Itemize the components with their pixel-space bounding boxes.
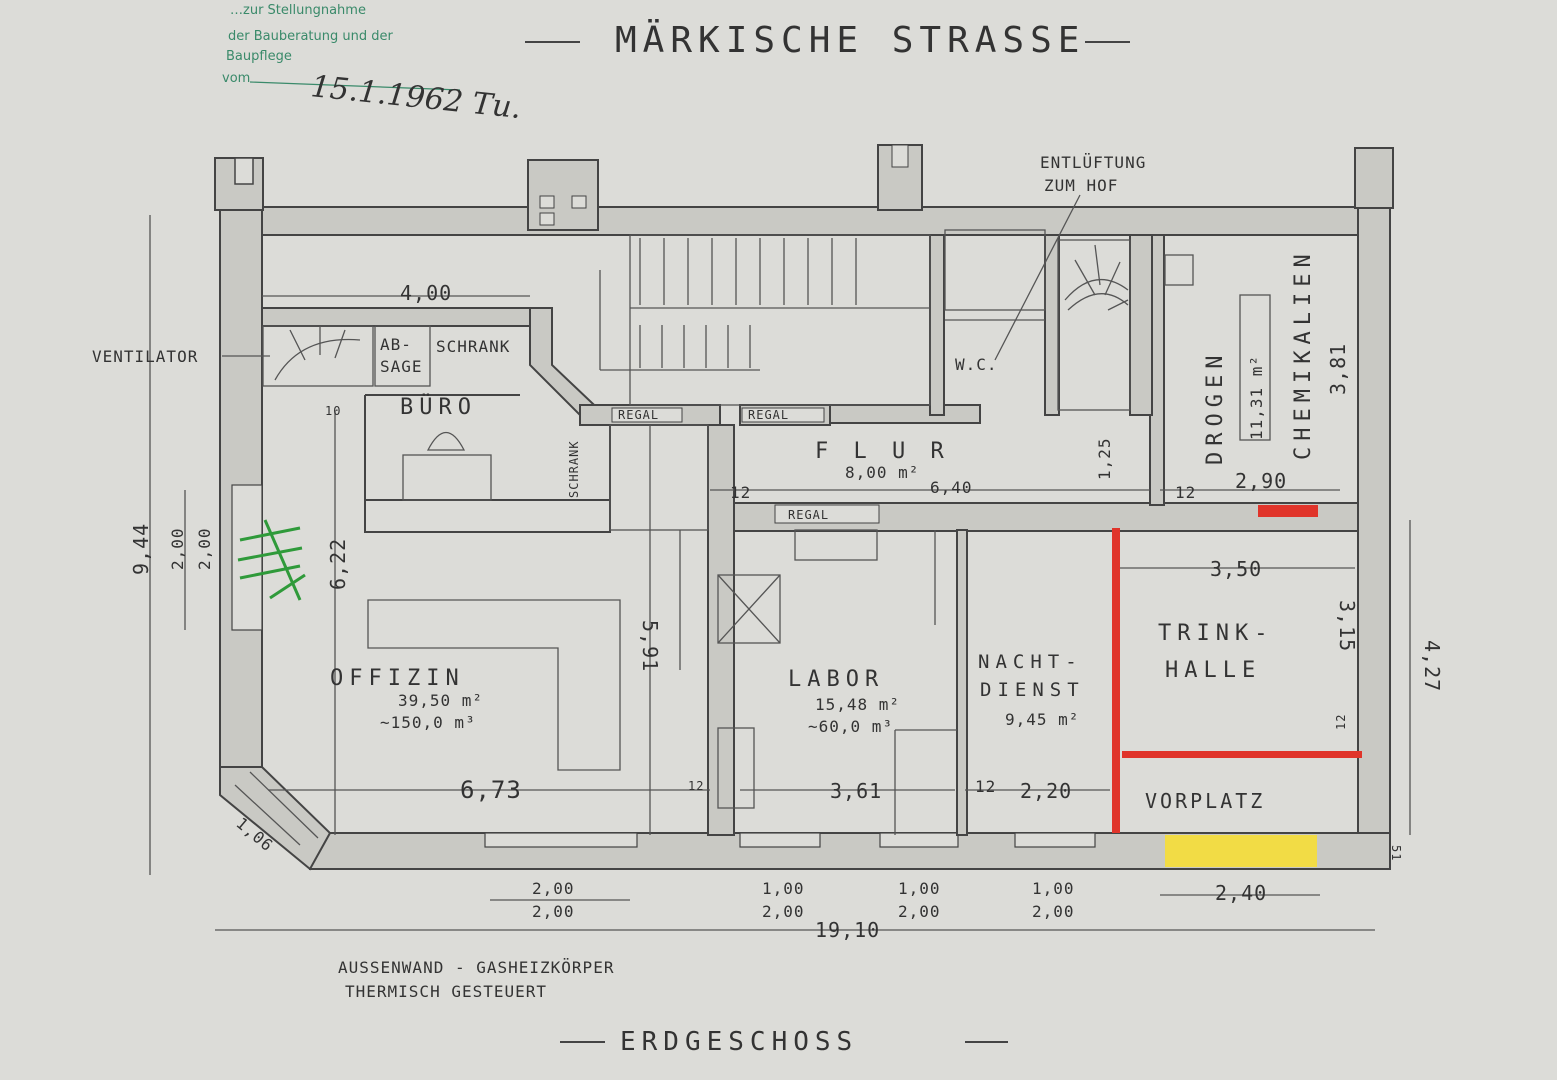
red-new-wall-horizontal (1122, 751, 1362, 758)
label-vorplatz: VORPLATZ (1145, 789, 1265, 813)
dim-9-44: 9,44 (129, 523, 153, 575)
label-flur-area: 8,00 m² (845, 463, 919, 482)
dimension-lines (149, 215, 1411, 931)
label-absage-1: AB- (380, 335, 412, 354)
marked-walls (1112, 505, 1362, 867)
dim-3-15: 3,15 (1335, 600, 1359, 652)
dim-2-00-c: 2,00 (762, 902, 805, 921)
regal-label-1: REGAL (618, 408, 659, 422)
dim-2-90: 2,90 (1235, 469, 1287, 493)
dim-2-00-upper: 2,00 (168, 527, 187, 570)
stamp-line-2: der Bauberatung und der (228, 29, 393, 44)
dim-1-00-a: 1,00 (762, 879, 805, 898)
label-nachtdienst-2: DIENST (980, 679, 1085, 701)
label-drogen-area: 11,31 m² (1247, 355, 1266, 440)
street-title: MÄRKISCHE STRASSE (525, 19, 1130, 61)
dim-1-25: 1,25 (1095, 437, 1114, 480)
dim-1-00-c: 1,00 (1032, 879, 1075, 898)
stamp-line-3: Baupflege (226, 49, 292, 64)
dim-51: 51 (1389, 845, 1403, 861)
dim-12-e: 12 (1334, 714, 1348, 730)
dim-4-00: 4,00 (400, 281, 452, 305)
label-labor: LABOR (788, 667, 884, 692)
label-trinkhalle-2: HALLE (1165, 658, 1261, 683)
dim-12-a: 12 (730, 483, 751, 502)
dim-3-81: 3,81 (1326, 343, 1350, 395)
green-correction-mark (237, 519, 306, 601)
main-staircase (599, 234, 931, 406)
dim-12-d: 12 (688, 779, 704, 793)
label-nachtdienst-area: 9,45 m² (1005, 710, 1079, 729)
dim-12-b: 12 (1175, 483, 1196, 502)
label-buero: BÜRO (400, 394, 477, 420)
dim-2-00-lower: 2,00 (195, 527, 214, 570)
yellow-marked-area (1165, 835, 1317, 867)
regal-label-3: REGAL (788, 508, 829, 522)
furniture (367, 229, 1271, 835)
label-floor: ERDGESCHOSS (620, 1027, 858, 1057)
notes: VENTILATOR ENTLÜFTUNG ZUM HOF AUSSENWAND… (92, 153, 1146, 1057)
room-labels: BÜRO AB- SAGE SCHRANK SCHRANK W.C. F L U… (330, 248, 1316, 813)
label-chemikalien: CHEMIKALIEN (1291, 248, 1316, 460)
label-ventilator: VENTILATOR (92, 347, 198, 366)
label-absage-2: SAGE (380, 357, 423, 376)
label-nachtdienst-1: NACHT- (978, 651, 1083, 673)
regal-label-2: REGAL (748, 408, 789, 422)
label-offizin: OFFIZIN (330, 666, 465, 691)
label-labor-volume: ~60,0 m³ (808, 717, 893, 736)
label-labor-area: 15,48 m² (815, 695, 900, 714)
dim-2-40: 2,40 (1215, 881, 1267, 905)
dim-6-22: 6,22 (326, 538, 350, 590)
dim-6-73: 6,73 (460, 776, 522, 804)
street-name: MÄRKISCHE STRASSE (615, 19, 1085, 61)
dim-2-00-e: 2,00 (1032, 902, 1075, 921)
outer-walls (214, 144, 1394, 871)
dim-5-91: 5,91 (638, 620, 662, 672)
label-heating-1: AUSSENWAND - GASHEIZKÖRPER (338, 958, 614, 977)
label-heating-2: THERMISCH GESTEUERT (345, 982, 547, 1001)
dim-2-00-b: 2,00 (532, 902, 575, 921)
label-drogen: DROGEN (1203, 350, 1228, 465)
dim-2-00-d: 2,00 (898, 902, 941, 921)
label-offizin-volume: ~150,0 m³ (380, 713, 476, 732)
label-offizin-area: 39,50 m² (398, 691, 483, 710)
stamp-line-1: …zur Stellungnahme (230, 3, 366, 18)
label-schrank-vertical: SCHRANK (567, 440, 581, 498)
label-schrank: SCHRANK (436, 337, 510, 356)
label-entlueftung-1: ENTLÜFTUNG (1040, 153, 1146, 172)
shelves: REGAL REGAL REGAL (611, 407, 880, 524)
label-trinkhalle-1: TRINK- (1158, 621, 1273, 646)
label-entlueftung-2: ZUM HOF (1044, 176, 1118, 195)
dim-19-10: 19,10 (815, 918, 880, 942)
label-wc: W.C. (955, 355, 998, 374)
dim-2-20: 2,20 (1020, 779, 1072, 803)
dim-1-00-b: 1,00 (898, 879, 941, 898)
dim-12-c: 12 (975, 777, 996, 796)
dim-6-40: 6,40 (930, 478, 973, 497)
label-flur: F L U R (815, 439, 950, 464)
spiral-staircase (1057, 239, 1131, 411)
stair-tread-lines (639, 238, 857, 368)
dim-3-61: 3,61 (830, 779, 882, 803)
dim-4-27: 4,27 (1420, 640, 1444, 692)
dim-10: 10 (325, 404, 341, 418)
dim-2-00-a: 2,00 (532, 879, 575, 898)
red-new-wall-vertical (1112, 528, 1120, 833)
dim-3-50: 3,50 (1210, 557, 1262, 581)
dimension-values: 4,00 6,40 2,90 1,25 3,81 9,44 2,00 2,00 … (129, 281, 1444, 942)
red-wall-segment (1258, 505, 1318, 517)
stamp-prefix: vom (222, 71, 250, 86)
